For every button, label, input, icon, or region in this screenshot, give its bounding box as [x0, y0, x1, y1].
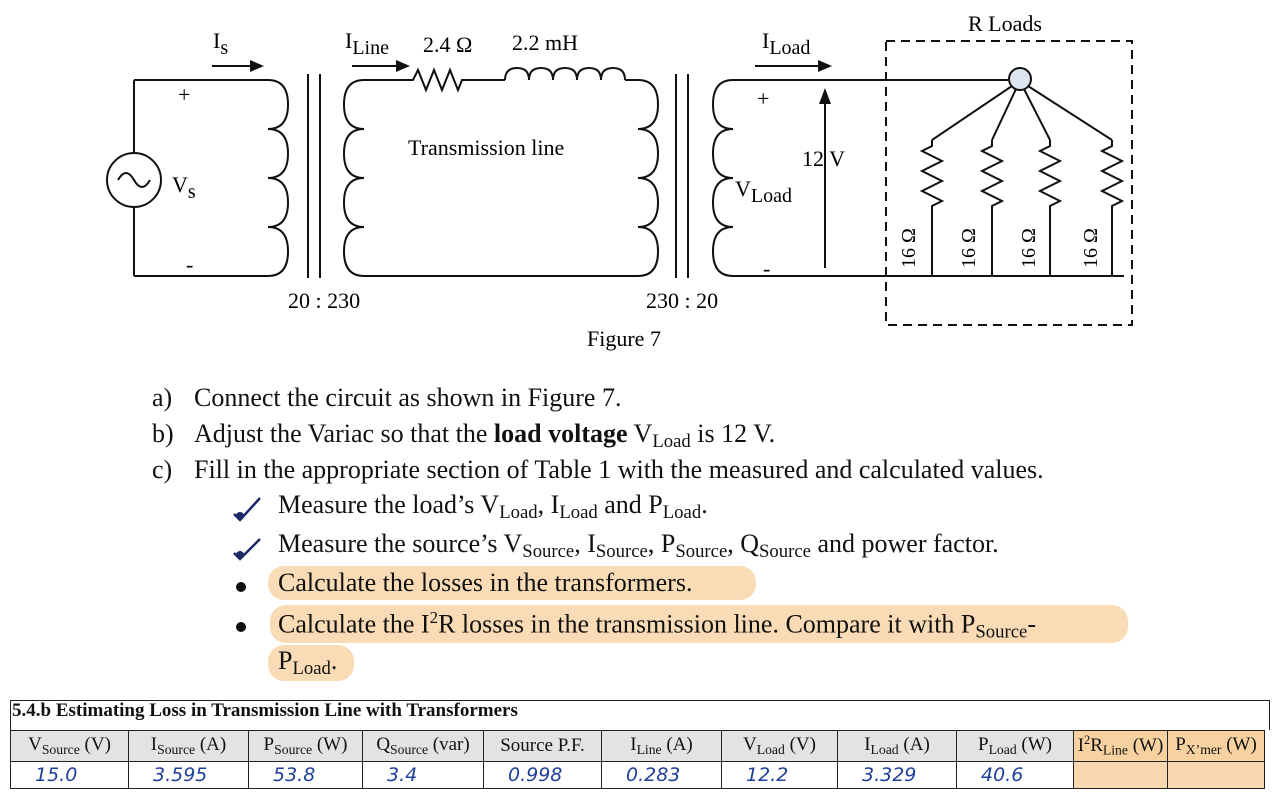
svg-text:ILine: ILine — [345, 28, 389, 59]
load-resistor-4-label: 16 Ω — [1080, 228, 1102, 268]
header-v-source: VSource (V) — [10, 730, 129, 762]
header-q-source: QSource (var) — [362, 730, 484, 762]
section-border — [10, 700, 11, 730]
iload-label: I — [762, 28, 769, 53]
section-border — [1269, 700, 1270, 730]
cell-i-load[interactable]: 3.329 — [837, 761, 957, 789]
source-minus-sign: - — [186, 252, 193, 277]
header-v-load: VLoad (V) — [721, 730, 838, 762]
checkmark-icon — [233, 538, 261, 561]
svg-text:ILoad: ILoad — [762, 28, 810, 59]
cell-i2r-line[interactable] — [1073, 761, 1168, 789]
table-header-row: VSource (V) ISource (A) PSource (W) QSou… — [10, 730, 1265, 762]
source-plus-sign: + — [178, 82, 190, 107]
cell-q-source[interactable]: 3.4 — [362, 761, 484, 789]
section-border — [10, 700, 1270, 701]
step-a: a)Connect the circuit as shown in Figure… — [152, 383, 622, 412]
header-p-load: PLoad (W) — [956, 730, 1074, 762]
measurement-table: VSource (V) ISource (A) PSource (W) QSou… — [10, 730, 1265, 789]
step-b: b)Adjust the Variac so that the load vol… — [152, 419, 776, 453]
cell-p-source[interactable]: 53.8 — [248, 761, 363, 789]
v-load-value-label: 12 V — [802, 146, 845, 171]
resistance-label: 2.4 Ω — [423, 32, 472, 57]
ratio-right-label: 230 : 20 — [646, 288, 718, 313]
svg-text:Vs: Vs — [172, 172, 196, 203]
load-resistor-3-label: 16 Ω — [1018, 228, 1040, 268]
highlight-mark — [268, 566, 756, 600]
header-source-pf: Source P.F. — [483, 730, 602, 762]
svg-text:Is: Is — [213, 28, 228, 59]
load-resistor-2-label: 16 Ω — [958, 228, 980, 268]
r-loads-label: R Loads — [968, 11, 1042, 36]
cell-p-xmer[interactable] — [1167, 761, 1265, 789]
cell-v-load[interactable]: 12.2 — [721, 761, 838, 789]
inductance-label: 2.2 mH — [512, 30, 578, 55]
header-i-source: ISource (A) — [128, 730, 249, 762]
cell-v-source[interactable]: 15.0 — [10, 761, 129, 789]
section-title: 5.4.b Estimating Loss in Transmission Li… — [12, 700, 518, 721]
vs-label: V — [172, 172, 188, 197]
cell-i-line[interactable]: 0.283 — [601, 761, 722, 789]
header-p-xmer: PX’mer (W) — [1167, 730, 1265, 762]
cell-source-pf[interactable]: 0.998 — [483, 761, 602, 789]
header-p-source: PSource (W) — [248, 730, 363, 762]
header-i2r-line: I2RLine (W) — [1073, 730, 1168, 762]
load-resistor-1-label: 16 Ω — [898, 228, 920, 268]
vload-label: V — [735, 176, 751, 201]
iline-label: I — [345, 28, 352, 53]
load-minus-sign: - — [763, 256, 770, 281]
header-i-line: ILine (A) — [601, 730, 722, 762]
figure-caption: Figure 7 — [587, 326, 661, 351]
circuit-diagram-figure-7: Is ILine 2.4 Ω 2.2 mH ILoad R Loads + - … — [106, 11, 1133, 351]
header-i-load: ILoad (A) — [837, 730, 957, 762]
svg-text:VLoad: VLoad — [735, 176, 792, 207]
ratio-left-label: 20 : 230 — [288, 288, 360, 313]
step-c: c)Fill in the appropriate section of Tab… — [152, 455, 1044, 484]
checkmark-icon — [233, 497, 261, 522]
instruction-steps: a)Connect the circuit as shown in Figure… — [152, 380, 1044, 488]
bullet-dot — [236, 582, 246, 592]
highlight-mark — [268, 645, 354, 681]
is-label: I — [213, 28, 220, 53]
highlight-mark — [270, 605, 1128, 643]
cell-i-source[interactable]: 3.595 — [128, 761, 249, 789]
transmission-line-label: Transmission line — [408, 135, 564, 160]
table-row: 15.0 3.595 53.8 3.4 0.998 0.283 12.2 3.3… — [10, 761, 1265, 789]
load-plus-sign: + — [757, 86, 769, 111]
cell-p-load[interactable]: 40.6 — [956, 761, 1074, 789]
bullet-dot — [236, 622, 246, 632]
